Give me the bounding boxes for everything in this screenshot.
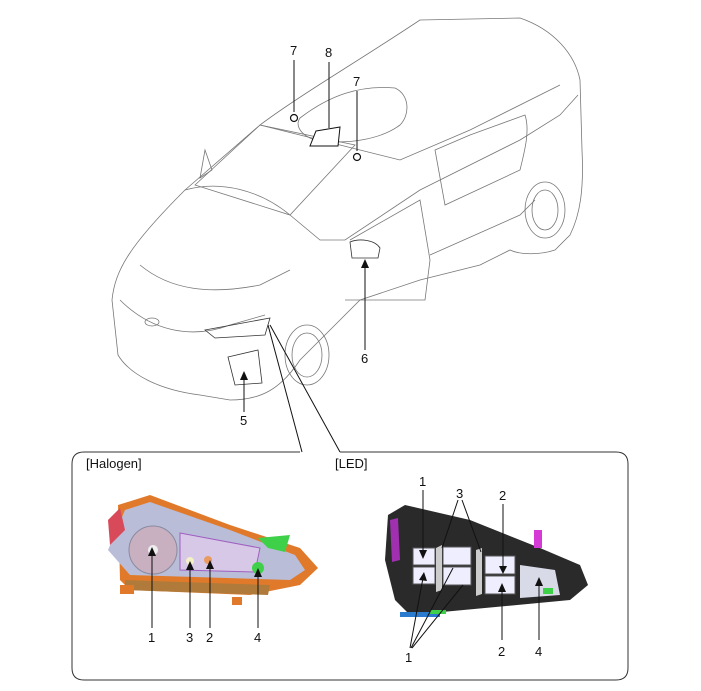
led-title: [LED]	[335, 456, 368, 471]
led-label: 1	[419, 474, 426, 489]
callout-label: 6	[361, 351, 368, 366]
callout-roof-sensor-left: 7	[289, 43, 299, 123]
callout-label: 7	[353, 74, 360, 89]
arrow-icon	[240, 371, 248, 380]
callout-roof-module: 8	[309, 45, 341, 147]
inset-frame	[71, 451, 629, 681]
halogen-headlamp: [Halogen]	[86, 456, 318, 605]
sensor-marker-icon	[289, 113, 299, 123]
callout-label: 5	[240, 413, 247, 428]
halogen-label: 2	[206, 630, 213, 645]
halogen-label: 3	[186, 630, 193, 645]
callout-roof-sensor-right: 7	[352, 74, 362, 162]
led-label: 1	[405, 650, 412, 665]
callout-fog-lamp: 5	[240, 371, 248, 428]
led-label: 2	[498, 644, 505, 659]
inset-leader-line	[267, 324, 303, 453]
led-label: 4	[535, 644, 542, 659]
sensor-marker-icon	[352, 152, 362, 162]
callout-side-mirror: 6	[361, 259, 369, 366]
module-marker-icon	[309, 126, 341, 147]
halogen-label: 4	[254, 630, 261, 645]
halogen-callouts: 1 3 2 4	[148, 547, 262, 645]
car-illustration	[111, 17, 583, 401]
led-headlamp: [LED]	[335, 456, 588, 617]
led-label: 2	[499, 488, 506, 503]
halogen-title: [Halogen]	[86, 456, 142, 471]
led-label: 3	[456, 486, 463, 501]
inset-leader-line	[269, 324, 341, 453]
led-callouts: 1 3 2 1 2 4	[405, 474, 543, 665]
arrow-icon	[361, 259, 369, 268]
callout-label: 8	[325, 45, 332, 60]
halogen-label-low-beam: 1	[148, 630, 155, 645]
callout-label: 7	[290, 43, 297, 58]
